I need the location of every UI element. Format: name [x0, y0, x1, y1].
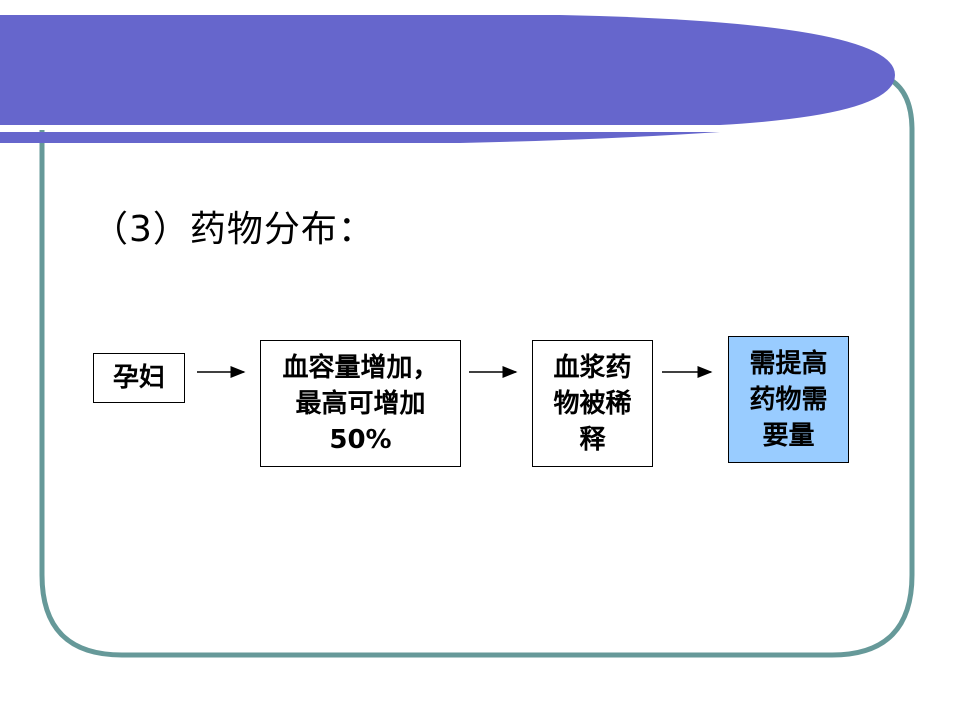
header-banner — [0, 15, 895, 125]
node-text-line: 血容量增加， — [282, 352, 439, 383]
node-text-line: 药物需 — [749, 384, 828, 415]
node-text-line: 物被稀 — [553, 388, 632, 419]
header-underline — [0, 132, 720, 143]
node-text-line: 最高可增加 — [295, 388, 426, 419]
node-pregnant: 孕妇 — [93, 353, 185, 403]
node-increase-drug-dose: 需提高药物需要量 — [728, 336, 849, 463]
node-text-line: 需提高 — [749, 348, 828, 379]
node-text-line: 释 — [579, 424, 606, 455]
node-text: 血容量增加， 最高可增加 50% — [282, 350, 438, 458]
node-text-line: 血浆药 — [553, 352, 632, 383]
node-blood-volume-increase: 血容量增加， 最高可增加 50% — [260, 340, 461, 467]
node-text: 血浆药物被稀释 — [553, 350, 631, 458]
node-text-line: 要量 — [762, 420, 815, 451]
node-text: 需提高药物需要量 — [749, 346, 827, 454]
node-plasma-drug-dilution: 血浆药物被稀释 — [532, 340, 653, 467]
node-text-line: 50% — [329, 424, 392, 455]
node-text: 孕妇 — [113, 360, 165, 396]
node-text-line: 孕妇 — [112, 363, 165, 393]
frame-border — [39, 72, 915, 658]
slide-title: （3）药物分布： — [92, 209, 375, 250]
